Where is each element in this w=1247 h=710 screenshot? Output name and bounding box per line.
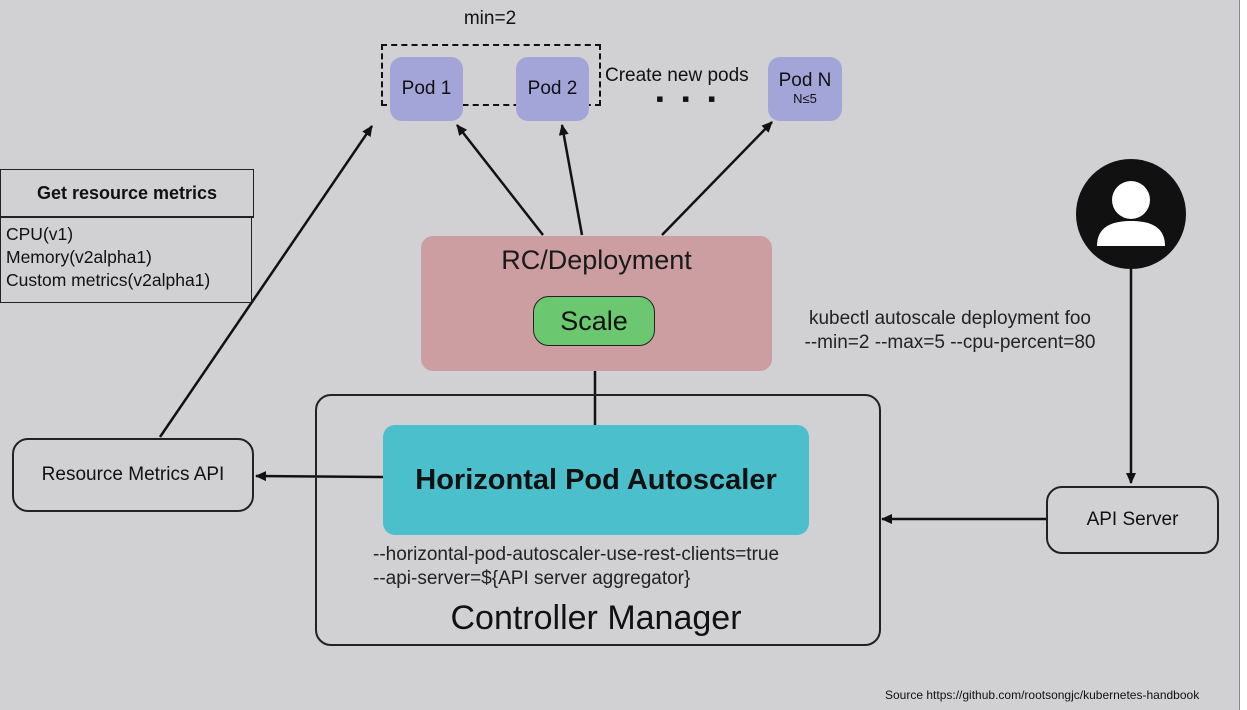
metrics-item-cpu: CPU(v1) — [6, 224, 74, 244]
controller-manager-title: Controller Manager — [450, 598, 742, 637]
min-pods-label: min=2 — [463, 8, 517, 29]
arrow-rc-to-pod2 — [558, 124, 584, 236]
flag-api-server: --api-server=${API server aggregator} — [373, 568, 691, 589]
metrics-item-custom: Custom metrics(v2alpha1) — [6, 270, 211, 290]
pod-n-label: Pod N — [778, 70, 832, 92]
kubectl-command: kubectl autoscale deployment foo --min=2… — [780, 307, 1120, 355]
metrics-item-memory: Memory(v2alpha1) — [6, 247, 152, 267]
more-pods-ellipsis: ▪ ▪ ▪ — [656, 86, 722, 111]
arrow-rc-to-podn — [661, 121, 773, 236]
pod-2: Pod 2 — [516, 57, 589, 121]
metrics-list: CPU(v1) Memory(v2alpha1) Custom metrics(… — [0, 217, 252, 303]
kubectl-command-line-2: --min=2 --max=5 --cpu-percent=80 — [804, 332, 1096, 353]
pod-n-limit: N≤5 — [793, 91, 817, 107]
controller-manager-box — [315, 394, 881, 646]
hpa-box: Horizontal Pod Autoscaler — [383, 425, 809, 535]
arrow-metrics-api-to-pods — [158, 125, 374, 438]
create-new-pods-label: Create new pods — [605, 65, 749, 86]
right-edge-strip — [1239, 0, 1247, 710]
controller-flags: --horizontal-pod-autoscaler-use-rest-cli… — [373, 543, 779, 591]
flag-use-rest-clients: --horizontal-pod-autoscaler-use-rest-cli… — [373, 544, 780, 565]
rc-deployment-title: RC/Deployment — [501, 244, 692, 275]
arrow-hpa-to-metrics-api — [255, 471, 384, 482]
resource-metrics-api-box: Resource Metrics API — [12, 438, 254, 512]
source-credit: Source https://github.com/rootsongjc/kub… — [885, 688, 1200, 702]
pod-n: Pod N N≤5 — [768, 57, 842, 121]
user-avatar-icon — [1076, 159, 1186, 269]
kubectl-command-line-1: kubectl autoscale deployment foo — [808, 308, 1091, 329]
min-pods-frame — [381, 44, 601, 106]
metrics-header: Get resource metrics — [0, 169, 254, 218]
pod-1: Pod 1 — [390, 57, 463, 121]
arrow-rc-to-pod1 — [456, 124, 544, 236]
api-server-box: API Server — [1046, 486, 1219, 554]
scale-button: Scale — [533, 296, 655, 346]
